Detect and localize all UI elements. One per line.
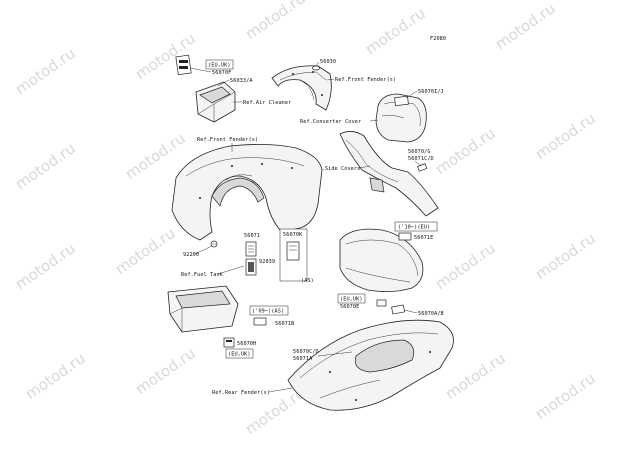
label-eu-uk-3: (EU,UK) — [228, 352, 251, 358]
label-56070E: 56070E — [340, 304, 359, 310]
label-92200: 92200 — [183, 252, 199, 258]
front-fender-upper — [271, 65, 332, 111]
label-box-eu-uk — [205, 59, 234, 70]
label-ref-air-cleaner: Ref.Air Cleaner — [243, 100, 291, 106]
label-as-09: ('09~)(AS) — [252, 309, 284, 315]
label-ref-front-fender-left: Ref.Front Fender(s) — [197, 137, 258, 143]
label-56070K: 56070K — [283, 232, 303, 238]
side-cover — [339, 131, 439, 217]
seat — [339, 228, 424, 292]
watermark: motod.ru — [432, 124, 499, 178]
clip-92039 — [245, 258, 257, 276]
front-fender — [171, 144, 323, 241]
label-56070I-J: 56070I/J — [418, 89, 444, 95]
label-56070H: 56070H — [237, 341, 256, 347]
label-box-eu-uk-2 — [337, 293, 366, 304]
decal-56070G — [417, 163, 428, 172]
label-eu-10: ('10~)(EU) — [398, 225, 430, 231]
label-92039: 92039 — [259, 259, 275, 265]
air-cleaner-cover — [195, 81, 236, 123]
label-56071: 56071 — [244, 233, 260, 239]
label-56071E: 56071E — [414, 235, 433, 241]
label-56070A-B: 56070A/B — [418, 311, 444, 317]
label-56071A: 56071A — [293, 356, 313, 362]
watermark: motod.ru — [442, 349, 509, 403]
watermark: motod.ru — [532, 229, 599, 283]
label-ref-converter-cover: Ref.Converter Cover — [300, 119, 361, 125]
decal-56070I-J — [394, 95, 409, 106]
watermark: motod.ru — [22, 349, 89, 403]
watermark: motod.ru — [12, 139, 79, 193]
converter-cover — [375, 93, 427, 143]
label-ref-side-covers: Ref.Side Covers — [312, 166, 360, 172]
decal-56070A-B — [391, 304, 406, 315]
decal-56071B — [253, 317, 267, 326]
label-ref-rear-fender: Ref.Rear Fender(s) — [212, 390, 270, 396]
label-box-eu-10 — [394, 221, 438, 232]
watermark: motod.ru — [532, 369, 599, 423]
label-56071B: 56071B — [275, 321, 294, 327]
label-eu-uk-2: (EU,UK) — [340, 297, 363, 303]
diagram-code: F2080 — [430, 36, 446, 42]
watermark: motod.ru — [532, 109, 599, 163]
label-56030: 56030 — [320, 59, 336, 65]
decal-56071E — [398, 232, 412, 241]
decal-56070E — [376, 299, 387, 307]
decal-56070K — [286, 241, 300, 261]
decal-56030 — [312, 65, 320, 71]
label-56071C-D: 56071C/D — [408, 156, 434, 162]
watermark: motod.ru — [112, 224, 179, 278]
watermark: motod.ru — [362, 4, 429, 58]
watermark: motod.ru — [432, 239, 499, 293]
label-56070F: 56070F — [212, 70, 231, 76]
watermark: motod.ru — [242, 0, 309, 43]
screw-92200 — [210, 240, 218, 248]
watermark: motod.ru — [12, 44, 79, 98]
label-box-eu-uk-3 — [225, 348, 254, 359]
label-ref-fuel-tank: Ref.Fuel Tank — [181, 272, 224, 278]
label-56033A: 56033/A — [230, 78, 253, 84]
label-eu-uk-1: (EU,UK) — [208, 63, 231, 69]
decal-56070F — [175, 54, 192, 76]
watermark: motod.ru — [12, 239, 79, 293]
label-as-1: (AS) — [301, 278, 314, 284]
storage-tray — [167, 285, 239, 333]
decal-56070H — [223, 337, 235, 348]
label-56070C-D: 56070C/D — [293, 349, 319, 355]
label-box-as-09 — [249, 305, 289, 316]
decal-56071 — [245, 241, 257, 257]
watermark: motod.ru — [132, 344, 199, 398]
rear-fender — [287, 319, 454, 411]
watermark: motod.ru — [492, 0, 559, 53]
label-56070G: 56070/G — [408, 149, 431, 155]
label-ref-front-fender-top: Ref.Front Fender(s) — [335, 77, 396, 83]
